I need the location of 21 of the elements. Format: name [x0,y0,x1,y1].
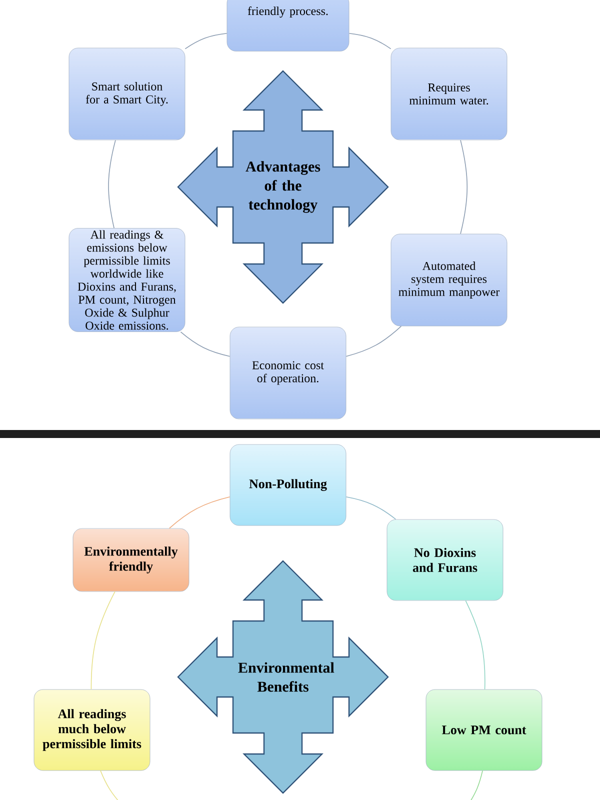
rounded-box: Economic cost of operation. [230,326,346,420]
rounded-box: friendly process. [226,0,350,52]
rounded-box: Non-Polluting [230,444,346,526]
rounded-box: Low PM count [426,689,542,771]
connector-arc [108,140,116,228]
rounded-box: All readings & emissions below permissible limits worldwide like Dioxins and Furans, PM count, Nitrogen Oxide & Sulphur Oxide emissions. [68,228,186,332]
connector-arc [180,332,230,357]
connector-arc [348,32,392,50]
connector-arc [465,600,486,690]
rounded-box: All readings much below permissible limits [34,689,150,771]
connector-arc [184,32,228,50]
connector-arc [168,496,230,529]
rounded-box: Automated system requires minimum manpower [390,234,508,326]
rounded-box: No Dioxins and Furans [386,519,504,601]
connector-arc [346,326,402,357]
connector-arc [460,140,468,234]
rounded-box: Requires minimum water. [390,48,508,140]
rounded-box: Environmentally friendly [72,528,190,592]
rounded-box: Smart solution for a Smart City. [68,48,186,140]
connector-arc [346,496,396,520]
connector-arc [90,591,116,690]
